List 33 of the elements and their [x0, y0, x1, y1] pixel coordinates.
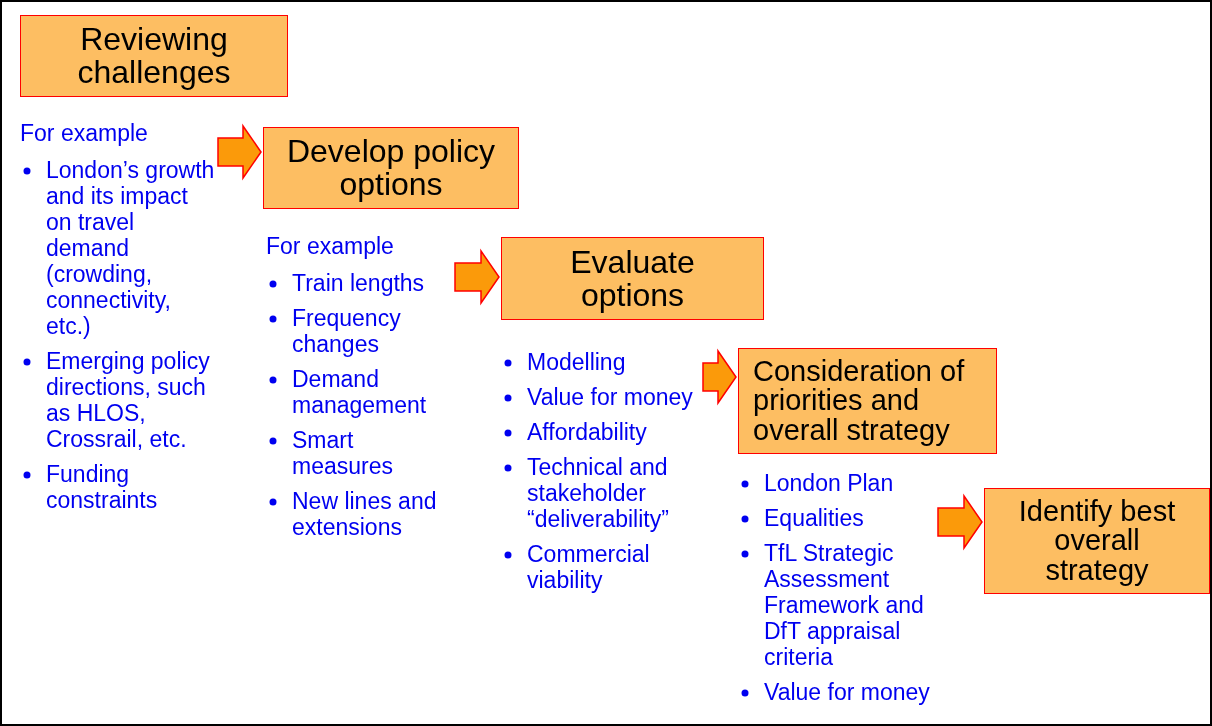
step-title: Consideration of priorities and overall strategy — [753, 356, 966, 446]
block-arrow — [702, 348, 737, 406]
list-item: Technical and stakeholder “deliverability” — [527, 454, 669, 532]
process-box — [263, 127, 519, 209]
list-item: Value for money — [764, 679, 930, 705]
list-item: Funding constraints — [46, 461, 158, 513]
step-title: Evaluate options — [569, 245, 696, 312]
list-item: London’s growth and its impact on travel demand (crowding, connectivity, etc.) — [46, 157, 215, 339]
list-item: Affordability — [527, 419, 647, 445]
list-item: Frequency changes — [292, 305, 401, 357]
step-title: Reviewing challenges — [76, 23, 232, 89]
process-box — [501, 237, 764, 320]
list-heading: For example — [20, 120, 148, 147]
list-item: Train lengths — [292, 270, 425, 296]
list-item: Emerging policy directions, such as HLOS, Crossrail, etc. — [46, 348, 210, 452]
list-item: Commercial viability — [527, 541, 650, 593]
list-item: TfL Strategic Assessment Framework and DfT appraisal criteria — [764, 540, 924, 670]
list-item: Demand management — [292, 366, 427, 418]
block-arrow — [937, 493, 983, 551]
list-item: Modelling — [527, 349, 626, 375]
step-title: Identify best overall strategy — [1017, 496, 1177, 586]
list-item: Equalities — [764, 505, 864, 531]
list-item: Smart measures — [292, 427, 393, 479]
list-item: Value for money — [527, 384, 693, 410]
process-box — [20, 15, 288, 97]
list-heading: For example — [266, 233, 394, 260]
step-title: Develop policy options — [285, 135, 497, 201]
list-item: London Plan — [764, 470, 894, 496]
process-box — [984, 488, 1210, 594]
process-box — [738, 348, 997, 454]
block-arrow — [217, 123, 262, 181]
block-arrow — [454, 248, 500, 306]
list-item: New lines and extensions — [292, 488, 437, 540]
